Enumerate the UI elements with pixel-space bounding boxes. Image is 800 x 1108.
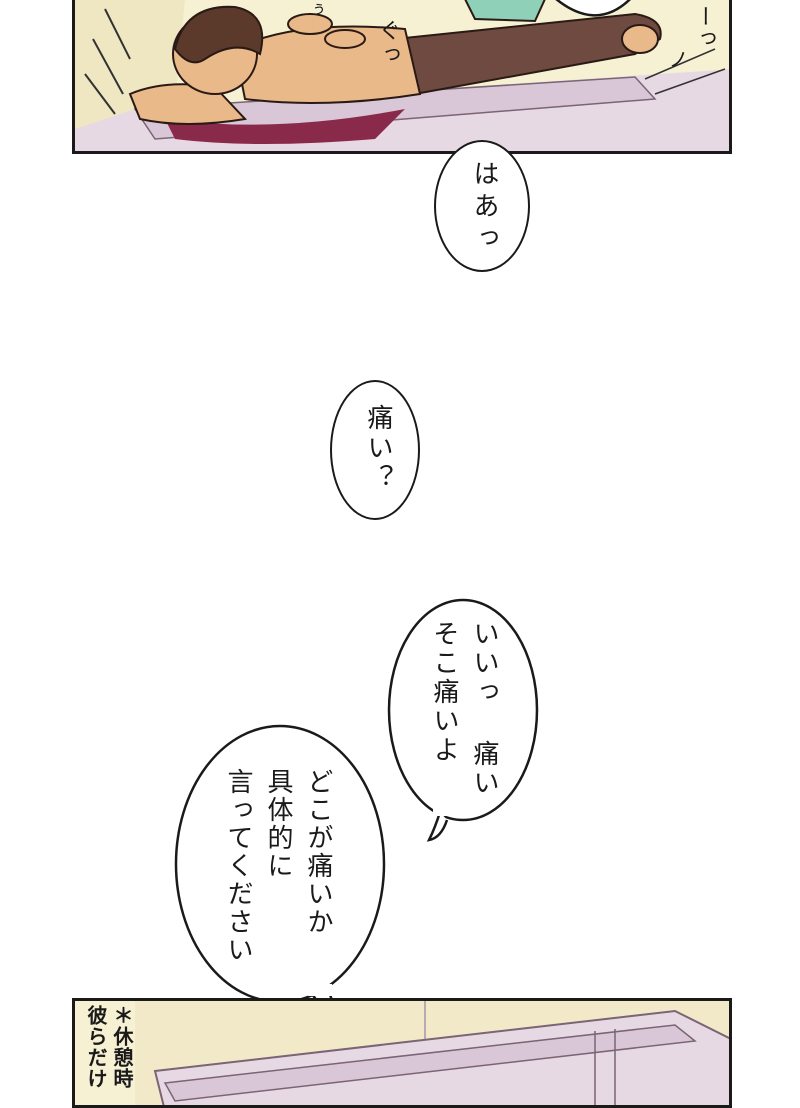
sfx-top-right: ーっ bbox=[691, 5, 716, 49]
bubble-text-itai: 痛い？ bbox=[363, 404, 393, 494]
room-illustration bbox=[75, 1001, 729, 1105]
speech-bubble-itai bbox=[330, 380, 420, 520]
sfx-right-mark: ノ bbox=[665, 49, 689, 71]
bubble-text-iitsu: いいっ 痛い そこ痛いよ bbox=[429, 620, 499, 798]
sfx-small: ぅ bbox=[306, 1, 325, 19]
bubble-text-doko: どこが痛いか 具体的に 言ってください bbox=[223, 768, 333, 964]
bubble-text-haa: はあっ bbox=[469, 160, 499, 256]
speech-bubble-iitsu bbox=[387, 598, 539, 842]
bottom-panel: ＊休憩時 彼らだけ bbox=[72, 998, 732, 1108]
sfx-gutsu: ぐっ bbox=[375, 19, 400, 67]
top-panel: ーっ ノ ぐっ ぅ bbox=[72, 0, 732, 154]
caption-text: ＊休憩時 彼らだけ bbox=[84, 1005, 134, 1089]
speech-bubble-haa bbox=[434, 140, 530, 272]
massage-illustration bbox=[75, 0, 729, 151]
